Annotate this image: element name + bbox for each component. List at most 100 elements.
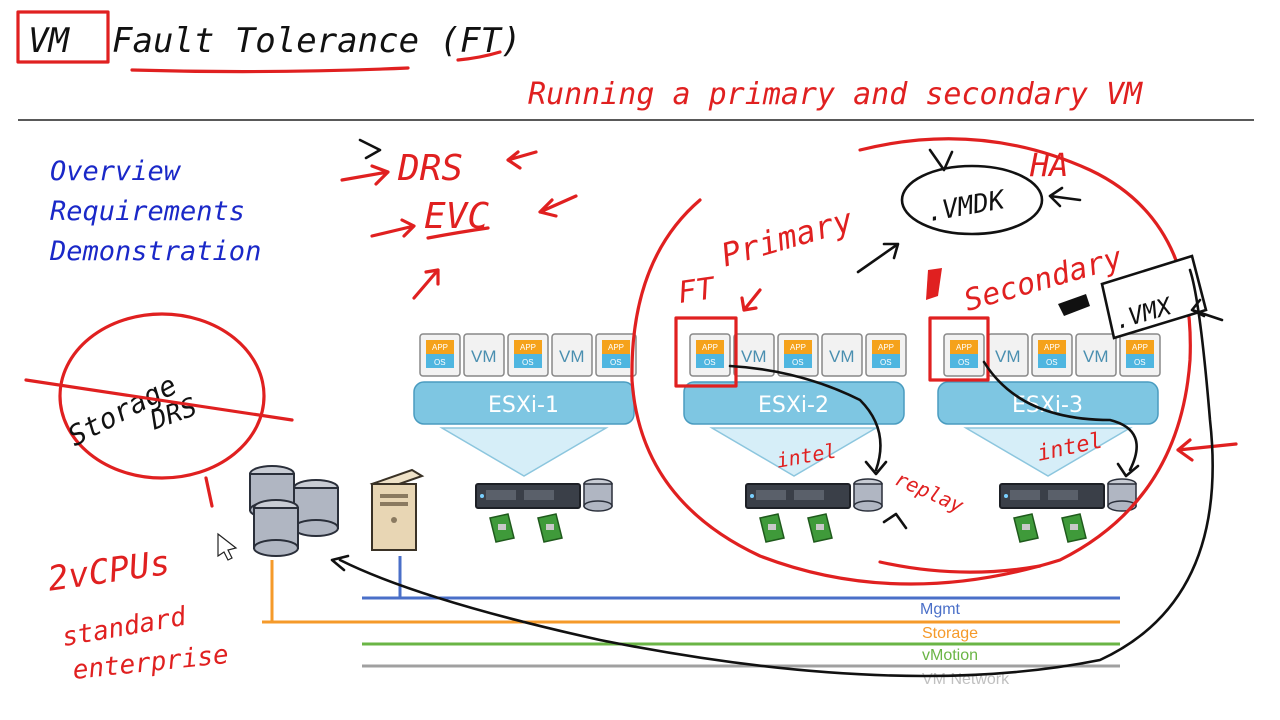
vm-tile: VM [821, 333, 863, 377]
arrow-icon [1048, 186, 1082, 208]
app-os-tile: APP OS [507, 333, 549, 377]
vcenter-server-icon [369, 468, 425, 551]
subtitle: Running a primary and secondary VM [528, 77, 1143, 112]
ha-label: HA [1029, 146, 1069, 184]
esxi-bar [937, 381, 1159, 425]
os-label: OS [958, 358, 970, 367]
drs-label: DRS [397, 148, 463, 189]
app-os-tile: APP OS [1119, 333, 1161, 377]
ft-logging-curve [982, 360, 1140, 478]
esxi-label: ESXi-1 [488, 393, 559, 418]
secondary-label: Secondary [960, 240, 1126, 318]
evc-underline [426, 226, 490, 240]
nic-card-icon [537, 513, 563, 543]
app-os-tile: APP OS [419, 333, 461, 377]
agenda-item-demonstration: Demonstration [49, 236, 261, 267]
ha-cluster-circle [630, 137, 1192, 586]
vm-tile-label: VM [1083, 347, 1109, 366]
storage-drs-circle [58, 312, 266, 480]
os-label: OS [522, 358, 534, 367]
arrow-icon [330, 554, 350, 572]
local-disk-icon [853, 478, 883, 512]
app-os-tile: APP OS [943, 333, 985, 377]
app-label: APP [790, 343, 806, 352]
esxi-label: ESXi-2 [758, 393, 829, 418]
network-lines: Mgmt Storage vMotion VM Network [262, 556, 1120, 688]
os-label: OS [880, 358, 892, 367]
hypervisor-funnel [439, 427, 609, 477]
app-label: APP [520, 343, 536, 352]
vm-title-box [16, 10, 110, 64]
vm-tile-label: VM [559, 347, 585, 366]
nic-card-icon [807, 513, 833, 543]
vmdk-circle [900, 164, 1044, 236]
agenda-item-requirements: Requirements [50, 196, 245, 227]
os-label: OS [434, 358, 446, 367]
replay-label: replay [891, 466, 967, 517]
arrow-icon [928, 148, 954, 172]
app-label: APP [1132, 343, 1148, 352]
agenda-item-overview: Overview [50, 156, 182, 187]
vmx-box [1100, 254, 1208, 340]
network-label-storage: Storage [922, 625, 978, 642]
tick-mark [204, 476, 214, 508]
drs-evc-notes: DRS EVC [340, 138, 578, 300]
storage-path-curve [338, 268, 1214, 678]
mouse-pointer-icon [217, 532, 238, 561]
arrow-icon [538, 194, 578, 218]
strike-line [24, 378, 294, 422]
app-label: APP [702, 343, 718, 352]
os-label: OS [1134, 358, 1146, 367]
nic-card-icon [1061, 513, 1087, 543]
esxi-bar [683, 381, 905, 425]
title-vm: VM [28, 21, 70, 61]
nic-card-icon [759, 513, 785, 543]
ft-vm-highlight [928, 316, 990, 382]
arrow-icon [506, 150, 538, 170]
esxi-label: ESXi-3 [1012, 393, 1083, 418]
ink-mark [926, 268, 942, 300]
vcpus-label: 2vCPUs [45, 543, 172, 600]
arrow-icon [740, 288, 762, 312]
title-text: Fault Tolerance (FT) [112, 21, 521, 61]
ink-mark [1058, 294, 1090, 316]
nic-card-icon [1013, 513, 1039, 543]
storage-array [249, 465, 339, 557]
vmdk-label: .VMDK [924, 185, 1009, 229]
esxi-hosts: APP OS VM APP OS VM APP OS ESXi-1 APP OS VM APP OS VM A… [413, 316, 1161, 543]
datastore-icon [293, 479, 339, 537]
vm-tile-label: VM [471, 347, 497, 366]
ft-vm-highlight [674, 316, 738, 388]
datastore-icon [253, 499, 299, 557]
network-label-mgmt: Mgmt [920, 601, 961, 618]
arrow-icon [882, 512, 908, 530]
app-label: APP [608, 343, 624, 352]
primary-label: Primary [717, 200, 858, 274]
vm-tile: VM [733, 333, 775, 377]
vm-tile-label: VM [829, 347, 855, 366]
network-label-vmotion: vMotion [922, 647, 978, 664]
app-label: APP [432, 343, 448, 352]
agenda-list: Overview Requirements Demonstration [49, 156, 261, 267]
ft-logging-curve [728, 364, 888, 476]
vm-tile: VM [463, 333, 505, 377]
ft-label: FT [676, 271, 719, 311]
os-label: OS [792, 358, 804, 367]
title-underline [130, 66, 410, 74]
app-label: APP [956, 343, 972, 352]
ft-underline [456, 50, 502, 62]
hypervisor-funnel [963, 427, 1133, 477]
hypervisor-funnel [709, 427, 879, 477]
title-block: VM Fault Tolerance (FT) [16, 10, 521, 74]
vm-tile: VM [551, 333, 593, 377]
vm-tile: VM [1075, 333, 1117, 377]
local-disk-icon [583, 478, 613, 512]
